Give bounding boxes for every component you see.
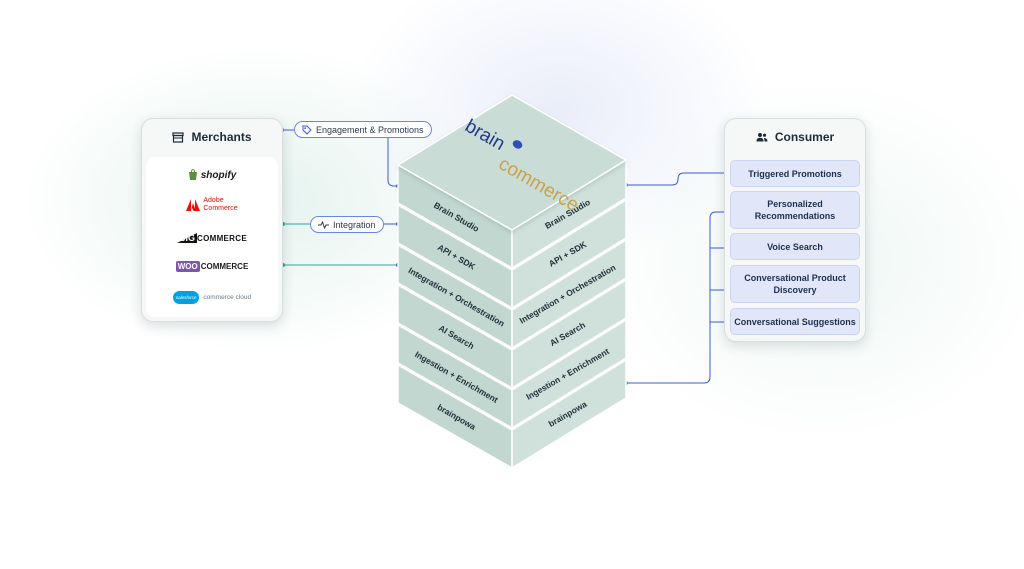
storefront-icon	[172, 131, 185, 143]
shopify-bag-icon	[188, 169, 197, 180]
stack-layer-right-face	[511, 318, 627, 430]
consumer-item-voice-search: Voice Search	[730, 233, 860, 260]
bigcommerce-logo: BIG COMMERCE	[177, 233, 247, 243]
shopify-logo: shopify	[146, 169, 278, 181]
stack-top: brain commerce	[396, 94, 628, 231]
salesforce-cloud-icon: salesforce	[172, 291, 200, 304]
merchants-title: Merchants	[191, 130, 252, 144]
consumer-item-triggered-promotions: Triggered Promotions	[730, 160, 860, 187]
stack-layer-right-face	[511, 198, 627, 310]
consumer-card: Consumer Triggered Promotions Personaliz…	[724, 118, 866, 342]
stack-layer-right-face	[511, 238, 627, 350]
pulse-icon	[318, 220, 329, 229]
salesforce-commerce-cloud-logo: salesforce commerce cloud	[146, 291, 278, 304]
stack-layer-right-face	[511, 358, 627, 470]
integration-pill: Integration	[310, 216, 384, 233]
engagement-promotions-pill: Engagement & Promotions	[294, 121, 432, 138]
stack-layer-right-face	[511, 278, 627, 390]
brain-logo-icon	[512, 140, 523, 149]
merchants-card: Merchants shopify Adobe Commerce BIG COM…	[141, 118, 283, 322]
consumer-title: Consumer	[774, 130, 835, 144]
merchants-header: Merchants	[142, 119, 282, 155]
connector-engagement	[281, 129, 398, 187]
adobe-commerce-logo: Adobe Commerce	[146, 197, 278, 213]
tag-icon	[302, 125, 312, 135]
merchant-logos: shopify Adobe Commerce BIG COMMERCE WOO …	[146, 157, 278, 317]
adobe-icon	[186, 199, 201, 211]
connector-consumer	[626, 172, 729, 384]
woocommerce-logo: WOO COMMERCE	[175, 261, 249, 272]
users-icon	[756, 133, 768, 142]
consumer-item-conversational-suggestions: Conversational Suggestions	[730, 308, 860, 335]
consumer-header: Consumer	[725, 119, 865, 155]
